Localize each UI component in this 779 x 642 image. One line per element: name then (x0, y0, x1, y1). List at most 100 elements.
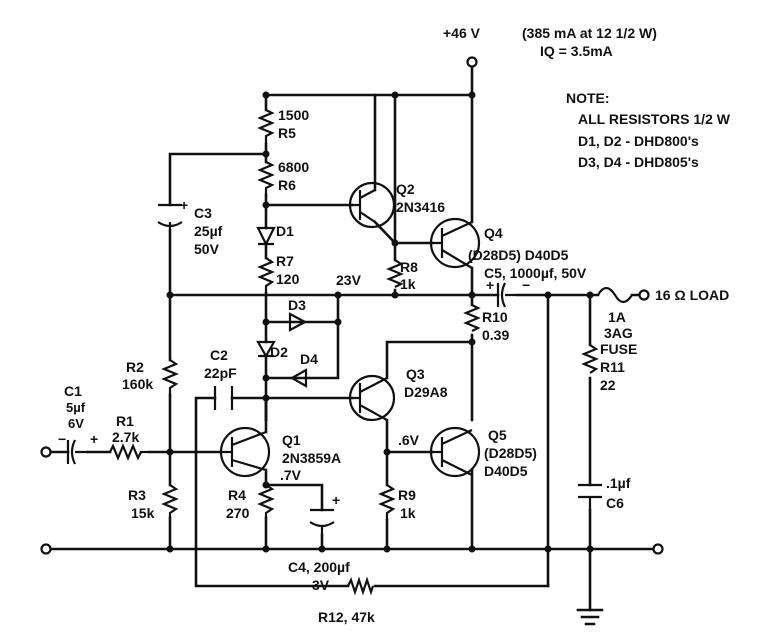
ground-left-terminal (40, 543, 52, 555)
r10-symbol (463, 304, 481, 332)
c1-symbol (66, 439, 88, 465)
load-label: 16 Ω LOAD (655, 287, 729, 303)
r11-name: R11 (600, 359, 625, 375)
c6-symbol (578, 483, 602, 510)
q3-type: D29A8 (404, 384, 448, 400)
d3-symbol (288, 312, 308, 332)
c5-symbol (496, 282, 518, 308)
r12-symbol (347, 576, 375, 596)
q2-symbol (348, 181, 396, 229)
q5-type-1: (D28D5) (484, 445, 537, 461)
r4-name: R4 (228, 487, 246, 503)
q4-name: Q4 (484, 225, 503, 241)
supply-terminal (466, 56, 478, 68)
q5-symbol (429, 426, 481, 478)
r1-symbol (109, 443, 150, 461)
c3-value: 25µf (194, 223, 223, 239)
q2-name: Q2 (396, 181, 415, 197)
c5-minus: − (522, 277, 530, 293)
r2-value: 160k (122, 376, 153, 392)
r11-value: 22 (600, 377, 616, 393)
ground-right-terminal (652, 543, 664, 555)
r5-name: R5 (278, 125, 296, 141)
q5-name: Q5 (488, 427, 507, 443)
q3-symbol (348, 374, 396, 422)
r9-name: R9 (398, 487, 416, 503)
fuse-rating: 1A (608, 309, 626, 325)
q4-symbol (429, 217, 481, 269)
terminals (40, 56, 664, 555)
d2-symbol (256, 340, 276, 359)
r8-name: R8 (400, 259, 418, 275)
r10-value: 0.39 (482, 327, 509, 343)
r9-symbol (378, 484, 396, 520)
c3-name: C3 (194, 205, 212, 221)
r7-value: 120 (276, 271, 300, 287)
r9-value: 1k (400, 505, 416, 521)
d4-symbol (289, 368, 308, 388)
capacitors (66, 203, 602, 535)
c5-label: C5, 1000µf, 50V (484, 265, 587, 281)
r6-name: R6 (278, 177, 296, 193)
r2-name: R2 (126, 359, 144, 375)
q1-type: 2N3859A (282, 450, 341, 466)
r10-name: R10 (482, 309, 508, 325)
r3-name: R3 (128, 487, 146, 503)
load-terminal (638, 289, 650, 301)
q1-name: Q1 (282, 432, 301, 448)
fuse-label: FUSE (600, 341, 637, 357)
d3-label: D3 (288, 297, 306, 313)
r3-symbol (161, 484, 179, 518)
node-07v: .7V (280, 467, 302, 483)
note-title: NOTE: (566, 90, 610, 106)
c1-voltage: 6V (68, 416, 84, 431)
r7-name: R7 (276, 253, 294, 269)
node-06v: .6V (398, 432, 420, 448)
c6-name: C6 (606, 495, 624, 511)
c1-value: 5µf (66, 400, 86, 415)
note-line-1: ALL RESISTORS 1/2 W (578, 111, 731, 127)
c2-name: C2 (210, 347, 228, 363)
input-terminal (40, 446, 52, 458)
c4-label: C4, 200µf (288, 559, 350, 575)
quiescent-current: IQ = 3.5mA (540, 43, 613, 59)
d1-symbol (256, 226, 276, 247)
c3-plus: + (180, 197, 188, 213)
junctions (166, 91, 594, 553)
c4-plus: + (332, 492, 340, 508)
node-23v: 23V (336, 272, 362, 288)
d2-label: D2 (270, 344, 288, 360)
labels: +46 V (385 mA at 12 1/2 W) IQ = 3.5mA NO… (58, 25, 731, 625)
resistors (109, 109, 599, 596)
fuse-symbol (597, 286, 633, 304)
r6-value: 6800 (278, 159, 309, 175)
r3-value: 15k (131, 505, 155, 521)
transistors (218, 181, 481, 478)
c2-symbol (213, 386, 234, 410)
supply-rating: (385 mA at 12 1/2 W) (522, 25, 657, 41)
c1-name: C1 (64, 383, 82, 399)
d1-label: D1 (276, 223, 294, 239)
q3-name: Q3 (406, 366, 425, 382)
diodes (256, 226, 308, 388)
supply-voltage: +46 V (443, 25, 481, 41)
d4-label: D4 (300, 351, 318, 367)
fuse-type: 3AG (604, 325, 633, 341)
wires (48, 63, 657, 626)
r1-name: R1 (116, 413, 134, 429)
r5-value: 1500 (278, 107, 309, 123)
r6-symbol (257, 161, 275, 195)
c4-voltage: 3V (312, 577, 330, 593)
r8-symbol (386, 259, 404, 288)
q2-type: 2N3416 (396, 199, 445, 215)
c5-plus: + (486, 277, 494, 293)
c6-value: .1µf (606, 475, 631, 491)
r1-value: 2.7k (112, 429, 139, 445)
c3-voltage: 50V (194, 241, 220, 257)
q4-type: (D28D5) D40D5 (468, 247, 569, 263)
r12-label: R12, 47k (318, 609, 375, 625)
r4-value: 270 (226, 505, 250, 521)
c2-value: 22pF (204, 365, 237, 381)
note-line-2: D1, D2 - DHD800's (578, 133, 699, 149)
